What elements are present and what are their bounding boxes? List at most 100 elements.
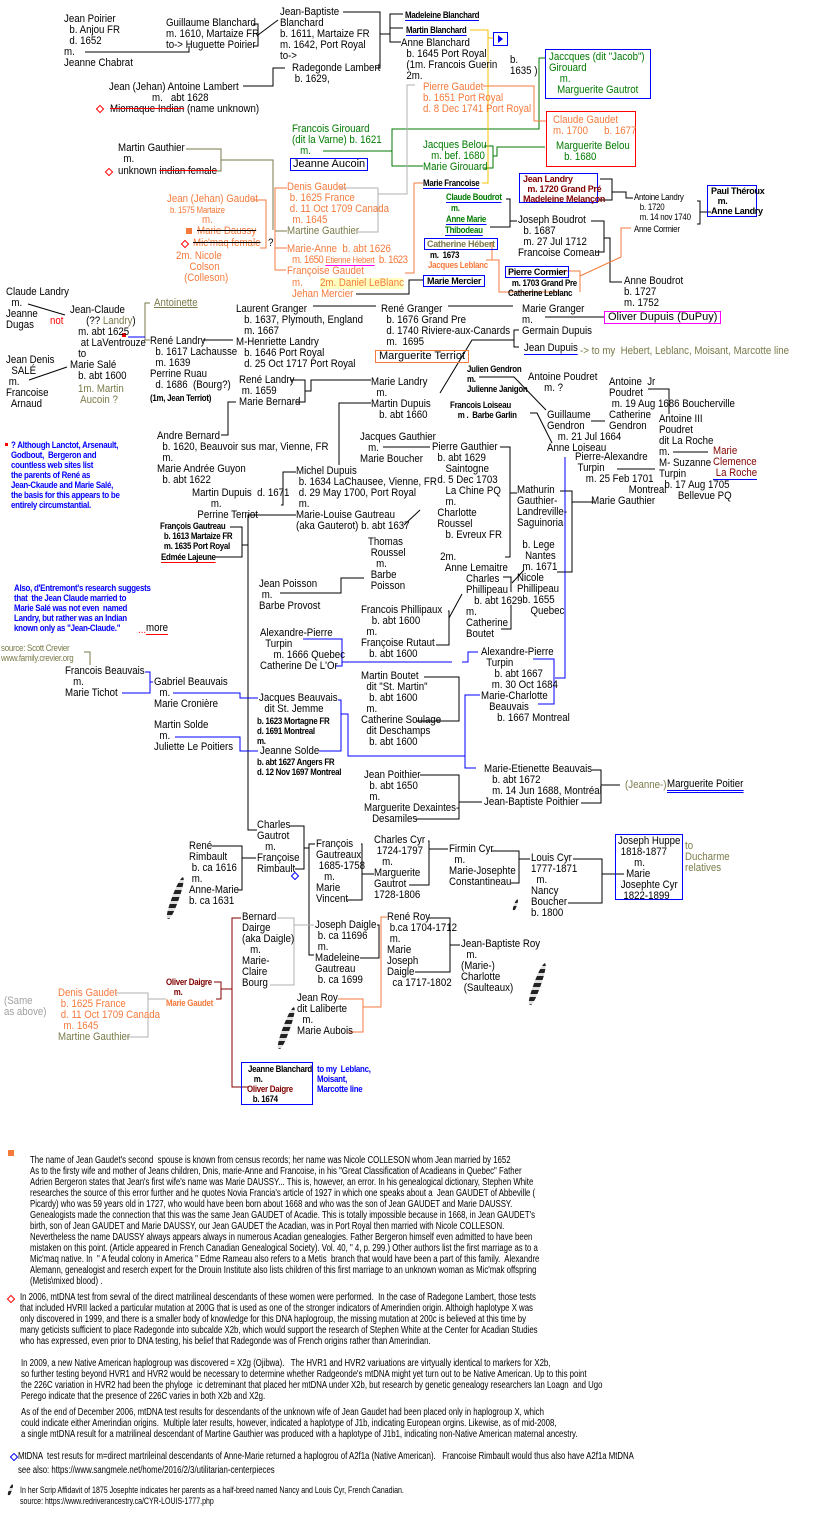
note-line: As of the end of December 2006, mtDNA te… — [21, 1407, 544, 1418]
question-mark: ? — [268, 237, 274, 249]
note-line: mistaken on this point. (Article appeare… — [30, 1243, 538, 1254]
link-marie-clemence-la-roche[interactable]: Marie Clemence La Roche — [713, 445, 758, 480]
person-pierre-gauthier: Pierre Gauthier b. abt 1629 Saintogne d.… — [432, 441, 508, 574]
link-madeleine-blanchard[interactable]: Madeleine Blanchard — [405, 10, 480, 21]
see-also-link[interactable]: see also: https://www.sangmele.net/home/… — [18, 1465, 275, 1476]
person-oliver-daigre: Oliver Daigre m. — [166, 977, 212, 997]
person-francois-beauvais: Francois Beauvais m. Marie Tichot — [65, 665, 145, 699]
person-jean-roy: Jean Roy dit Laliberte m. Marie Aubois — [297, 992, 353, 1037]
jeanne-solde-details: b. abt 1627 Angers FR d. 12 Nov 1697 Mon… — [257, 757, 342, 777]
person-paul-theroux[interactable]: Paul Théroux m. Anne Landry — [707, 185, 765, 217]
note-anne-marie-mtdna: MtDNA test resuts for m=direct martrilei… — [18, 1450, 808, 1478]
person-anne-cormier: Anne Cormier — [634, 224, 680, 234]
more-link[interactable]: more — [146, 622, 169, 635]
person-martine-gauthier-2: Martine Gauthier — [58, 1031, 131, 1043]
marie-anne-marriage: m. 1650 Etienne Hebert b. 1623 — [292, 255, 408, 266]
note-line: researches the source of this error furt… — [30, 1188, 536, 1199]
note-mtdna-2009: In 2009, a new Native American haplogrou… — [21, 1358, 766, 1402]
note-line: MtDNA test resuts for m=direct martrilei… — [18, 1451, 634, 1462]
oliver-daigre-birth: b. 1674 — [247, 1094, 278, 1104]
person-francois-loiseau: Francois Loiseau m . Barbe Garlin — [450, 400, 517, 420]
note-line: In her Scrip Affidavit of 1875 Josephte … — [20, 1485, 404, 1495]
unknown-label: unknown — [118, 165, 160, 177]
person-antoine-poudret: Antoine Poudret m. ? — [528, 371, 598, 394]
person-bernard-dairge: Bernard Dairge (aka Daigle) m. Marie- Cl… — [242, 911, 295, 989]
link-jean-dupuis[interactable]: Jean Dupuis — [524, 342, 578, 355]
not-label: not — [50, 315, 64, 327]
person-jean-denis-sale: Jean Denis SALÉ m. Francoise Arnaud — [6, 354, 55, 410]
person-rene-roy: René Roy b.ca 1704-1712 m. Marie Joseph … — [387, 911, 457, 989]
person-oliver-dupuis: Oliver Dupuis (DuPuy) — [604, 311, 722, 324]
paren: ) — [132, 315, 136, 327]
note-line: Nevertheless the name DAUSSY always appe… — [30, 1232, 533, 1243]
jean-claude-name: Jean-Claude (?? — [70, 304, 125, 327]
note-lanctot: ? Although Lanctot, Arsenault, Godbout, … — [11, 440, 120, 510]
person-joseph-boudrot: Joseph Boudrot b. 1687 m. 27 Jul 1712 Fr… — [518, 214, 600, 259]
note-mtdna-2006-results: As of the end of December 2006, mtDNA te… — [21, 1407, 735, 1440]
person-jean-gaudet: Jean (Jehan) Gaudet — [167, 193, 258, 205]
spouse-unknown: unknown indian female — [118, 166, 217, 177]
link-marie-mercier[interactable]: Marie Mercier — [423, 275, 486, 287]
link-marie-francoise[interactable]: Marie Francoise — [423, 178, 480, 189]
person-jacques-gauthier: Jacques Gauthier m. Marie Boucher — [360, 431, 436, 465]
person-michel-dupuis: Michel Dupuis b. 1634 LaChausee, Vienne,… — [296, 465, 437, 532]
person-guillaume-gendron: Guillaume Gendron m. 21 Jul 1664 Anne Lo… — [547, 409, 622, 454]
to-hebert-line[interactable]: -> to my Hebert, Leblanc, Moisant, Marco… — [580, 345, 790, 357]
person-antoine-iii-poudret: Antoine III Poudret dit La Roche m. M- S… — [659, 413, 732, 502]
box-jacob-girouard — [545, 49, 651, 99]
person-antoine-lambert: Jean (Jehan) Antoine Lambert m. abt 1628 — [109, 81, 239, 104]
struck-name: Miomaque Indian — [110, 103, 185, 115]
person-charles-gautrot: Charles Gautrot m. Françoise Rimbault — [257, 819, 300, 875]
link-etienne-hebert[interactable]: Etienne Hebert — [325, 255, 375, 266]
person-jean-landry[interactable]: Jean Landry m. 1720 Grand Pré Madeleine … — [519, 173, 605, 204]
person-jean-claude: Jean-Claude (?? Landry) — [70, 305, 136, 327]
link-claude-boudrot[interactable]: Claude Boudrot — [446, 192, 502, 203]
source-link[interactable]: source: https://www.redriverancestry.ca/… — [20, 1496, 214, 1506]
person-rene-rimbault: René Rimbault b. ca 1616 m. Anne-Marie b… — [189, 840, 240, 907]
person-jean-poithier: Jean Poithier b. abt 1650 m. Marguerite … — [364, 769, 460, 825]
link-jeanne-aucoin[interactable]: Jeanne Aucoin — [290, 158, 369, 171]
note-line: many geticists sufficient to place Radeg… — [20, 1325, 538, 1336]
diamond-marker-icon — [9, 1452, 19, 1462]
person-rene-landry: René Landry b. 1617 Lachausse m. 1639 Pe… — [150, 335, 238, 391]
person-laurent-granger: Laurent Granger b. 1637, Plymouth, Engla… — [236, 303, 364, 370]
person-jacob-girouard: Jaccques (dit "Jacob") Girouard m. Margu… — [549, 51, 645, 96]
person-jacques-beauvais: Jacques Beauvais dit St. Jemme — [259, 692, 338, 715]
person-marie-anne: Marie-Anne b. abt 1626 — [287, 243, 391, 255]
etienne-birth: b. 1623 — [374, 254, 408, 266]
person-rene-granger: René Granger b. 1676 Grand Pre d. 1740 R… — [381, 303, 511, 348]
link-edmee-lajeune[interactable]: Edmée Lajeune — [161, 552, 216, 563]
guerin-birth: b. 1635 ) — [510, 54, 538, 77]
jacques-beauvais-details: b. 1623 Mortagne FR d. 1691 Montreal m. — [257, 716, 330, 746]
person-marguerite-terriot: Marguerite Terriot — [375, 350, 469, 363]
link-catherine-hebert[interactable]: Catherine Hébert — [424, 238, 498, 250]
link-thibodeau[interactable]: Thibodeau — [445, 225, 483, 236]
note-marker-icon[interactable] — [186, 228, 192, 234]
person-joseph-huppe: Joseph Huppe 1818-1877 m. Marie Josephte… — [618, 835, 681, 902]
person-marie-granger: Marie Granger m. Germain Dupuis — [522, 303, 592, 337]
same-as-above: (Same as above) — [4, 995, 47, 1018]
marriage-year: m. 1650 — [292, 254, 326, 266]
name-unknown: (name unknown) — [184, 103, 260, 115]
link-martin-blanchard[interactable]: Martin Blanchard — [406, 25, 467, 36]
link-antoinette[interactable]: Antoinette — [154, 297, 198, 309]
link-marguerite-poitier[interactable]: Marguerite Poitier — [667, 779, 744, 793]
link-anne-marie[interactable]: Anne Marie — [446, 214, 487, 225]
jean-claude-aucoin: 1m. Martin Aucoin ? — [78, 383, 124, 406]
person-thomas-roussel: Thomas Roussel m. Barbe Poisson — [368, 536, 406, 592]
source-crevier: source: Scott Crevier www.family.crevier… — [1, 643, 74, 663]
person-gabriel-beauvais: Gabriel Beauvais m. Marie Cronière — [154, 676, 228, 710]
link-pierre-cormier[interactable]: Pierre Cormier — [505, 266, 570, 278]
to-leblanc-line[interactable]: to my Leblanc, Moisant, Marcotte line — [317, 1064, 371, 1094]
note-marker-icon[interactable] — [122, 333, 126, 337]
spouse-micmaq: Mic'maq female — [193, 237, 261, 249]
note-marker-icon — [5, 443, 8, 446]
person-jeanne-blanchard: Jeanne Blanchard m. — [248, 1064, 313, 1084]
play-arrow-icon[interactable] — [493, 32, 508, 46]
to-ducharme[interactable]: to Ducharme relatives — [685, 840, 730, 874]
person-joseph-daigle: Joseph Daigle b. ca 11696 m. Madeleine G… — [315, 919, 377, 986]
box-joseph-huppe[interactable] — [615, 834, 683, 900]
person-marie-gaudet: Marie Gaudet — [166, 998, 214, 1008]
person-martin-gauthier: Martin Gauthier m. — [118, 142, 185, 165]
